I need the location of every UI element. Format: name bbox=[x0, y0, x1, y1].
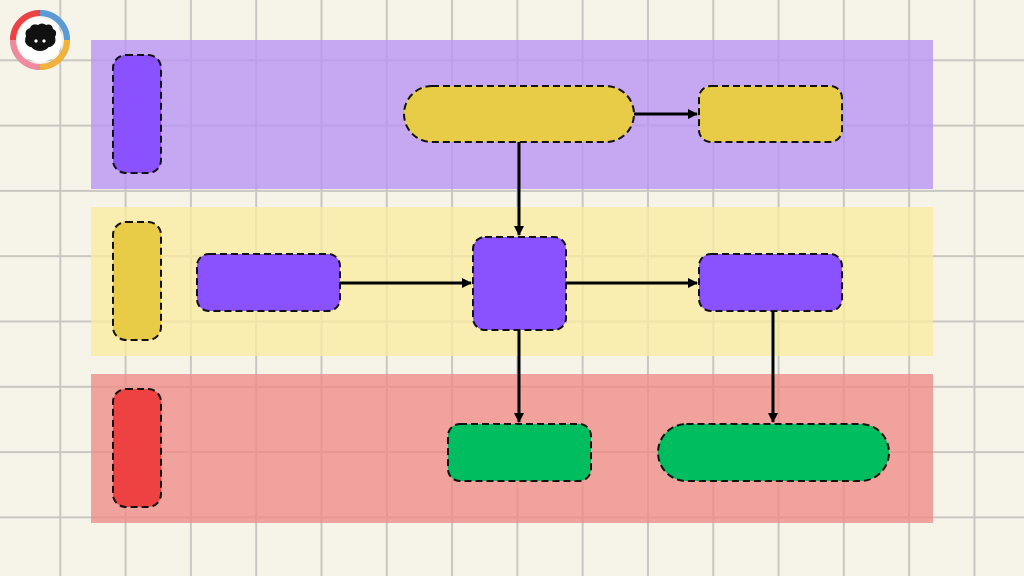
lane-marker-red bbox=[112, 388, 162, 508]
brand-logo bbox=[10, 10, 70, 70]
lane-marker-purple bbox=[112, 54, 162, 174]
sheep-face-icon bbox=[25, 23, 57, 51]
node-purple-rect-left[interactable] bbox=[196, 253, 341, 312]
lane-marker-yellow bbox=[112, 221, 162, 341]
node-yellow-pill-top[interactable] bbox=[403, 85, 635, 143]
node-green-pill-bottom-right[interactable] bbox=[657, 423, 890, 482]
node-green-rect-bottom[interactable] bbox=[447, 423, 592, 482]
node-purple-square-center[interactable] bbox=[472, 236, 567, 331]
node-yellow-rect-top-right[interactable] bbox=[698, 85, 843, 143]
node-purple-rect-right[interactable] bbox=[698, 253, 843, 312]
